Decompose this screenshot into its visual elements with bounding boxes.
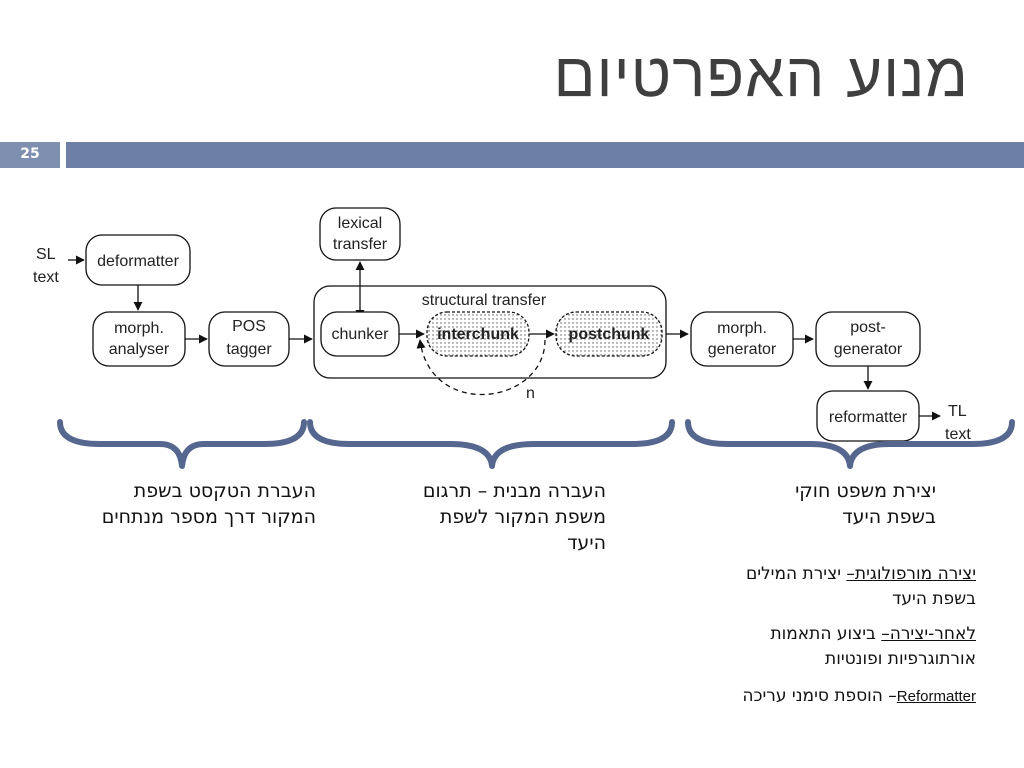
svg-text:POS: POS [232, 318, 266, 335]
svg-text:lexical: lexical [338, 215, 382, 232]
caption-left-line1: העברת הטקסט בשפת [133, 480, 316, 502]
brace-left [57, 419, 307, 469]
svg-text:reformatter: reformatter [829, 409, 908, 426]
note-morphological-generation: יצירה מורפולוגית– יצירת המילים בשפת היעד [656, 562, 976, 612]
note1-desc: יצירת המילים [745, 564, 847, 584]
caption-right-line2: בשפת היעד [842, 506, 936, 528]
tl-text-label: text [945, 426, 971, 443]
caption-right-line1: יצירת משפט חוקי [795, 480, 936, 502]
note1-term: יצירה מורפולוגית– [846, 564, 976, 584]
caption-right: יצירת משפט חוקי בשפת היעד [696, 478, 936, 530]
note2-desc: ביצוע התאמות [770, 624, 882, 644]
note-reformatter: Reformatter– הוספת סימני עריכה [636, 684, 976, 709]
note2-term: לאחר-יצירה– [881, 624, 976, 644]
svg-text:postchunk: postchunk [569, 326, 650, 343]
svg-text:chunker: chunker [332, 326, 390, 343]
interchunk-node: interchunk [426, 311, 530, 357]
morph-analyser-node: morph. analyser [92, 311, 186, 367]
grouping-braces [57, 419, 1015, 469]
caption-middle-line2: משפת המקור לשפת [439, 506, 606, 528]
title-divider-bar [66, 142, 1024, 168]
svg-text:morph.: morph. [114, 320, 164, 337]
caption-middle: העברה מבנית – תרגום משפת המקור לשפת היעד [346, 478, 606, 556]
note3-desc: – הוספת סימני עריכה [742, 686, 897, 706]
postchunk-node: postchunk [555, 311, 663, 357]
lexical-transfer-node: lexical transfer [319, 207, 401, 261]
svg-text:tagger: tagger [226, 341, 272, 358]
caption-left: העברת הטקסט בשפת המקור דרך מספר מנתחים [16, 478, 316, 530]
loop-count-label: n [526, 385, 535, 402]
note1-desc-line2: בשפת היעד [892, 589, 976, 609]
structural-transfer-group: structural transfer [313, 285, 667, 379]
note3-term: Reformatter [896, 688, 976, 705]
svg-text:post-: post- [850, 319, 886, 336]
post-generator-node: post- generator [815, 311, 921, 367]
note-post-generation: לאחר-יצירה– ביצוע התאמות אורתוגרפיות ופו… [656, 622, 976, 672]
brace-right [685, 419, 1015, 469]
caption-middle-line3: היעד [567, 532, 606, 554]
tl-label: TL [948, 403, 967, 420]
svg-text:analyser: analyser [109, 341, 170, 358]
svg-text:interchunk: interchunk [437, 326, 519, 343]
slide-title: מנוע האפרטיום [553, 38, 969, 111]
page-number: 25 [0, 142, 60, 168]
morph-generator-node: morph. generator [690, 311, 794, 367]
svg-text:structural transfer: structural transfer [422, 292, 547, 309]
deformatter-node: deformatter [85, 234, 191, 286]
apertium-pipeline-diagram: SL text deformatter morph. analyser POS … [33, 207, 971, 443]
sl-label: SL [36, 246, 56, 263]
interchunk-loop-arrow [416, 339, 546, 396]
svg-text:transfer: transfer [333, 236, 388, 253]
caption-left-line2: המקור דרך מספר מנתחים [101, 506, 316, 528]
brace-middle [307, 419, 675, 469]
sl-text-label: text [33, 269, 59, 286]
caption-middle-line1: העברה מבנית – תרגום [422, 480, 606, 502]
svg-text:deformatter: deformatter [97, 253, 179, 270]
note2-desc-line2: אורתוגרפיות ופונטיות [825, 649, 976, 669]
reformatter-node: reformatter [816, 390, 920, 442]
chunker-node: chunker [320, 311, 400, 357]
svg-text:generator: generator [834, 341, 903, 358]
svg-text:generator: generator [708, 341, 777, 358]
svg-text:morph.: morph. [717, 320, 767, 337]
pos-tagger-node: POS tagger [208, 311, 290, 367]
